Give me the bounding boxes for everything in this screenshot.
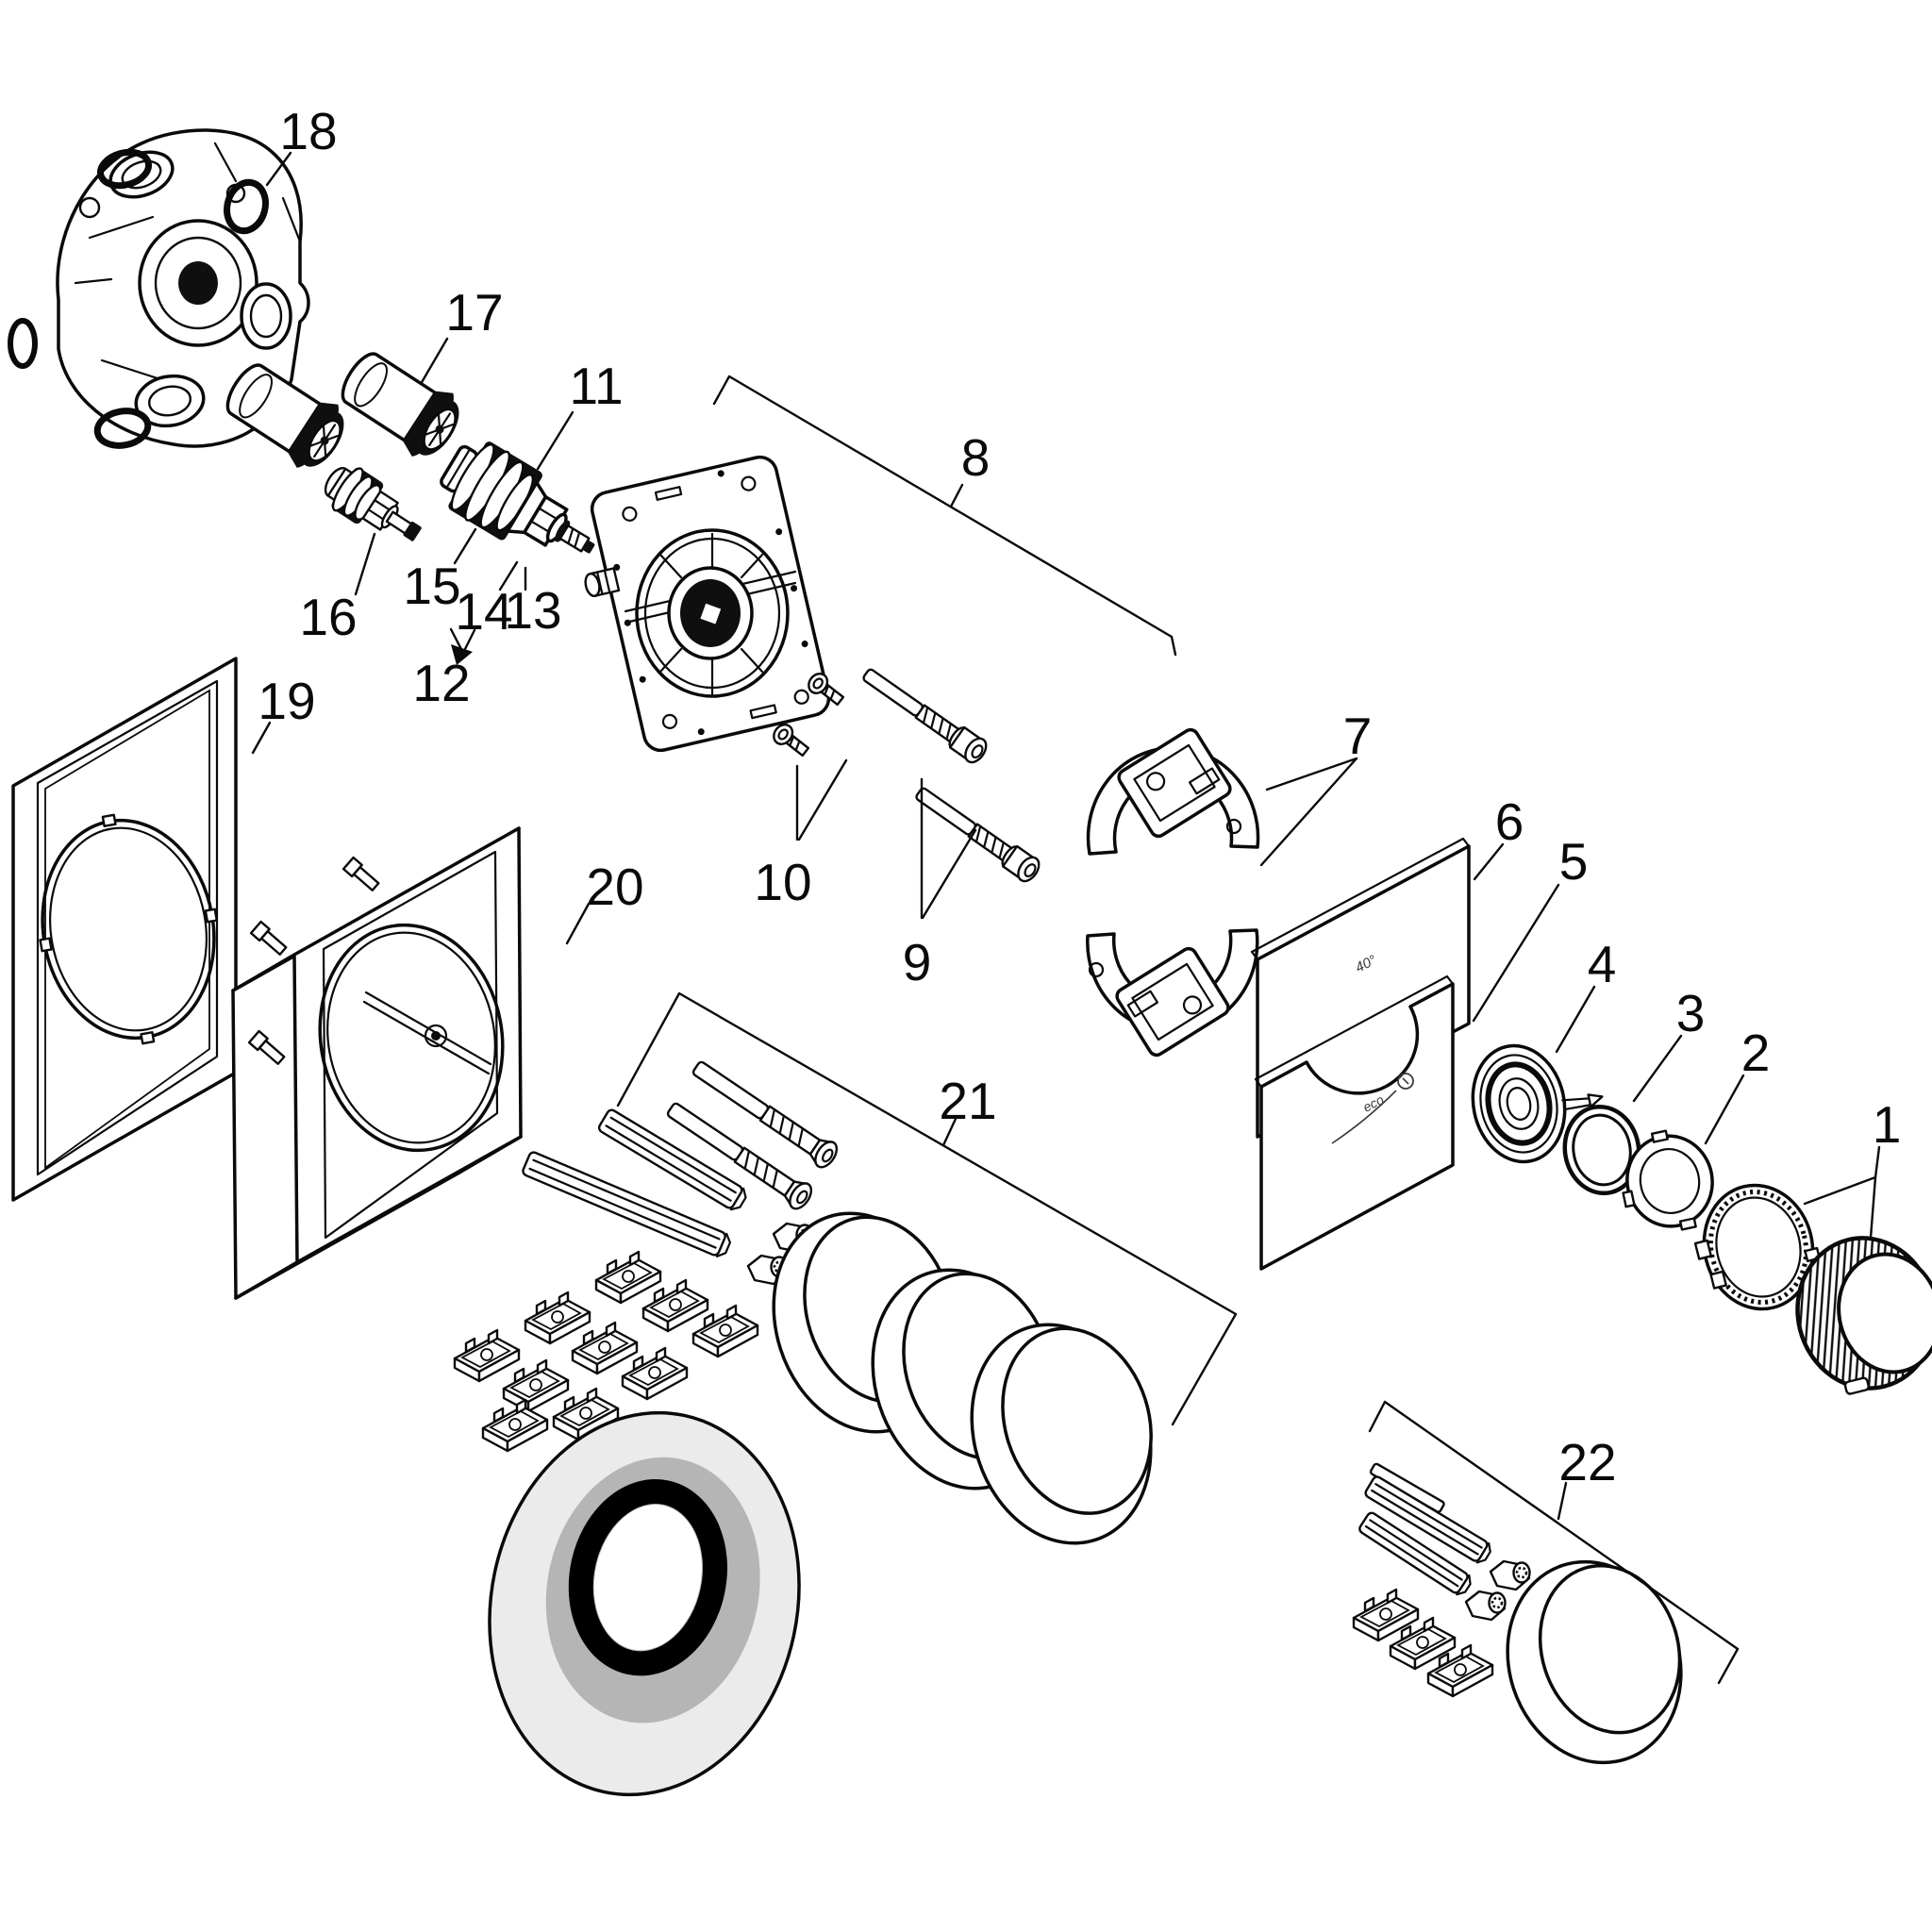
leader-line-16 xyxy=(354,532,376,596)
leader-line-6 xyxy=(1473,842,1505,881)
leader-line-17 xyxy=(419,337,449,386)
rough-valve-body xyxy=(56,128,310,448)
leader-line-8 xyxy=(949,483,964,508)
leader-line-9 xyxy=(921,828,977,920)
leader-line-20 xyxy=(565,902,591,945)
part-label-7: 7 xyxy=(1343,707,1373,765)
extension-sleeve-d xyxy=(1506,1559,1683,1765)
part-label-20: 20 xyxy=(586,858,643,916)
part-label-13: 13 xyxy=(504,581,561,640)
part-label-4: 4 xyxy=(1588,935,1617,993)
part-label-19: 19 xyxy=(258,672,315,730)
leader-line-12 xyxy=(461,628,476,655)
leader-line-4 xyxy=(1555,985,1596,1054)
leader-line-1 xyxy=(1803,1145,1881,1206)
part-18-oring xyxy=(224,178,269,235)
part-9-bolts xyxy=(862,668,1041,883)
leader-line-11 xyxy=(536,410,575,471)
leader-line-1 xyxy=(1869,1175,1877,1240)
arrowhead-12 xyxy=(451,644,473,665)
part-label-16: 16 xyxy=(299,588,357,646)
leader-line-21 xyxy=(941,1117,958,1147)
part-label-1: 1 xyxy=(1873,1095,1902,1154)
part-label-9: 9 xyxy=(903,933,932,991)
part-19-escutcheon-frame xyxy=(11,657,238,1202)
part-7-carrier-lower xyxy=(1086,928,1259,1058)
part-3-oring xyxy=(1562,1104,1641,1196)
part-label-8: 8 xyxy=(961,428,991,487)
leader-line-15 xyxy=(453,527,477,565)
part-20-escutcheon-deep-frame xyxy=(231,826,523,1300)
part-7-carrier-upper xyxy=(1086,727,1260,856)
part-label-15: 15 xyxy=(403,557,460,615)
part-10-screws xyxy=(773,672,845,758)
part-21-extension-kit xyxy=(453,1060,1153,1545)
leader-line-7 xyxy=(1259,757,1358,867)
part-label-12: 12 xyxy=(412,654,470,712)
part-8-mounting-plate xyxy=(584,455,831,753)
round-escutcheon xyxy=(488,1410,801,1797)
part-label-10: 10 xyxy=(754,853,811,911)
leader-line-22 xyxy=(1557,1481,1568,1521)
part-label-3: 3 xyxy=(1676,984,1706,1042)
leader-line-10 xyxy=(797,758,848,841)
leader-line-19 xyxy=(251,721,272,755)
leader-line-18 xyxy=(265,151,292,187)
part-label-5: 5 xyxy=(1559,832,1589,891)
part-1-stop-ring xyxy=(1693,1183,1821,1311)
leader-line-7 xyxy=(1265,757,1358,791)
part-label-21: 21 xyxy=(939,1072,996,1130)
bracket-line-22 xyxy=(1368,1400,1740,1685)
part-label-2: 2 xyxy=(1741,1024,1771,1082)
part-16-shutoff-cartridge xyxy=(324,466,422,541)
oring-seals xyxy=(8,148,269,449)
part-2-retainer-ring xyxy=(1622,1129,1714,1231)
part-label-17: 17 xyxy=(445,283,503,341)
part-4-adjustment-disc xyxy=(1471,1043,1604,1164)
leader-line-3 xyxy=(1632,1034,1683,1103)
part-label-18: 18 xyxy=(279,102,337,160)
part-label-6: 6 xyxy=(1495,792,1524,851)
leader-line-5 xyxy=(1472,883,1560,1023)
part-5-cover-plate xyxy=(1254,974,1455,1271)
part-label-11: 11 xyxy=(569,357,623,415)
part-22-extension-kit xyxy=(1352,1462,1683,1765)
leader-line-2 xyxy=(1704,1074,1745,1145)
part-label-14: 14 xyxy=(455,582,512,641)
leader-line-14 xyxy=(498,560,519,591)
bracket-line-21 xyxy=(616,991,1238,1426)
part-17-check-valve-b xyxy=(328,338,474,471)
extension-sleeve-c xyxy=(970,1323,1153,1545)
part-label-22: 22 xyxy=(1558,1433,1616,1491)
part-11-thermostatic-cartridge xyxy=(440,441,595,554)
